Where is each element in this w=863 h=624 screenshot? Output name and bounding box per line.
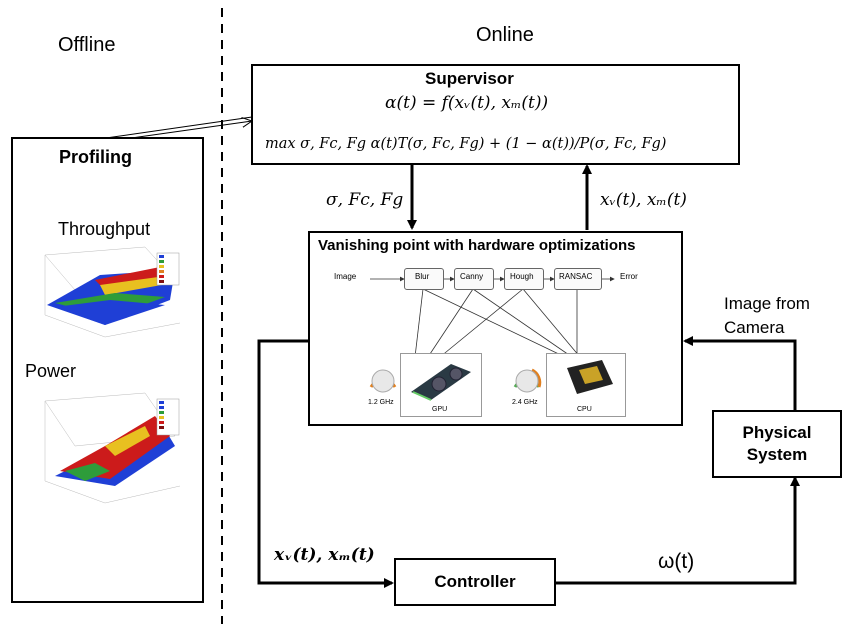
vanishing-point-title: Vanishing point with hardware optimizati… <box>318 237 636 254</box>
physical-system-label: Physical System <box>742 423 812 464</box>
power-label: Power <box>25 361 77 381</box>
edge-label-vp-output: xᵥ(t), xₘ(t) <box>600 190 687 210</box>
edge-label-controller-input: xᵥ(t), xₘ(t) <box>274 545 375 565</box>
vp-pipeline-diagram <box>370 276 615 358</box>
profiling-to-supervisor-line-1 <box>105 116 253 139</box>
throughput-surface-plot <box>44 246 181 338</box>
online-label: Online <box>476 24 534 46</box>
gpu-card-icon <box>411 364 471 401</box>
arrow-physical-to-vp <box>683 336 797 410</box>
supervisor-alpha-equation: α(t) = f(xᵥ(t), xₘ(t)) <box>385 93 549 113</box>
pipeline-stage-image: Image <box>334 272 357 281</box>
gpu-frequency: 1.2 GHz <box>368 399 394 406</box>
controller-label: Controller <box>434 572 516 591</box>
vanishing-point-box: Vanishing point with hardware optimizati… <box>308 231 683 426</box>
gpu-frequency-dial-icon <box>369 369 397 393</box>
edge-label-params: σ, Fc, Fg <box>326 190 404 210</box>
supervisor-objective-equation: max σ, Fc, Fg α(t)T(σ, Fc, Fg) + (1 − α(… <box>265 136 667 152</box>
profiling-title: Profiling <box>59 147 132 167</box>
pipeline-stage-blur-box <box>404 268 444 290</box>
offline-label: Offline <box>58 34 116 56</box>
pipeline-stage-canny: Canny <box>460 272 484 281</box>
physical-system-box: Physical System <box>712 410 842 478</box>
pipeline-stage-blur: Blur <box>415 272 430 281</box>
cpu-label: CPU <box>577 406 592 413</box>
supervisor-title: Supervisor <box>425 69 514 88</box>
pipeline-stage-ransac: RANSAC <box>559 272 593 281</box>
cpu-chip-icon <box>567 360 613 394</box>
edge-label-image-from-camera: Image from Camera <box>724 294 810 337</box>
pipeline-stage-ransac-box <box>554 268 602 290</box>
gpu-card-frame <box>400 353 482 417</box>
power-surface-plot <box>44 392 181 504</box>
gpu-label: GPU <box>432 406 448 413</box>
throughput-label: Throughput <box>58 219 151 239</box>
pipeline-stage-hough-box <box>504 268 544 290</box>
arrow-vp-to-controller <box>257 339 394 588</box>
cpu-chip-frame <box>546 353 626 417</box>
arrow-controller-to-physical <box>556 476 800 585</box>
controller-box: Controller <box>394 558 556 606</box>
edge-label-omega: ω(t) <box>658 550 695 573</box>
pipeline-stage-canny-box <box>454 268 494 290</box>
supervisor-box: Supervisor α(t) = f(xᵥ(t), xₘ(t)) max σ,… <box>251 64 740 165</box>
cpu-frequency-dial-icon <box>513 368 542 393</box>
pipeline-stage-error: Error <box>620 272 638 281</box>
cpu-frequency: 2.4 GHz <box>512 399 538 406</box>
pipeline-stage-hough: Hough <box>510 272 534 281</box>
profiling-box: Profiling Throughput Power <box>11 137 204 603</box>
